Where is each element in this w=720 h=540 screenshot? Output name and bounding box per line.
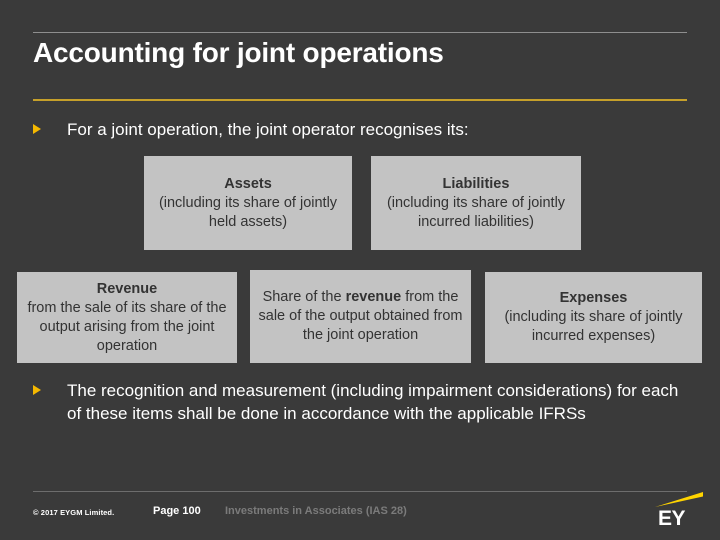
triangle-right-icon [33,385,41,395]
content-box-share-of-revenue: Share of the revenue from the sale of th… [250,270,471,363]
box-body-assets: (including its share of jointly held ass… [158,194,338,230]
footer-page-number: Page 100 [153,505,201,517]
box-body-liabilities: (including its share of jointly incurred… [386,194,566,230]
triangle-right-icon [33,124,41,134]
box-title-expenses: Expenses [559,290,628,306]
bullet-recognition-text: The recognition and measurement (includi… [67,381,679,423]
footer-copyright: © 2017 EYGM Limited. [33,508,115,517]
bullet-item-intro: For a joint operation, the joint operato… [33,118,693,141]
bullet-item-recognition: The recognition and measurement (includi… [33,379,695,425]
ey-logo: EY [653,492,709,532]
share-bold-revenue: revenue [345,289,402,305]
box-title-assets: Assets [224,175,272,192]
content-box-expenses: Expenses (including its share of jointly… [485,272,702,363]
page-title: Accounting for joint operations [33,37,444,68]
bullet-intro-text: For a joint operation, the joint operato… [67,120,469,139]
share-prefix: Share of the [262,289,346,305]
ey-beam-icon [655,492,703,507]
box-title-revenue: Revenue [96,280,158,297]
title-accent-divider [33,99,687,101]
footer-section-title: Investments in Associates (IAS 28) [225,505,407,517]
footer-divider [33,491,687,492]
ey-wordmark: EY [658,507,686,530]
box-body-expenses: (including its share of jointly incurred… [504,309,683,344]
content-box-assets: Assets (including its share of jointly h… [144,156,352,250]
box-body-revenue: from the sale of its share of the output… [27,299,227,354]
share-suffix: from the sale of the output obtained fro… [258,289,463,343]
content-box-revenue: Revenue from the sale of its share of th… [17,272,237,363]
title-top-divider [33,32,687,33]
box-title-liabilities: Liabilities [442,175,510,192]
box-body-share-of-revenue: Share of the revenue from the sale of th… [256,288,465,345]
content-box-liabilities: Liabilities (including its share of join… [371,156,581,250]
